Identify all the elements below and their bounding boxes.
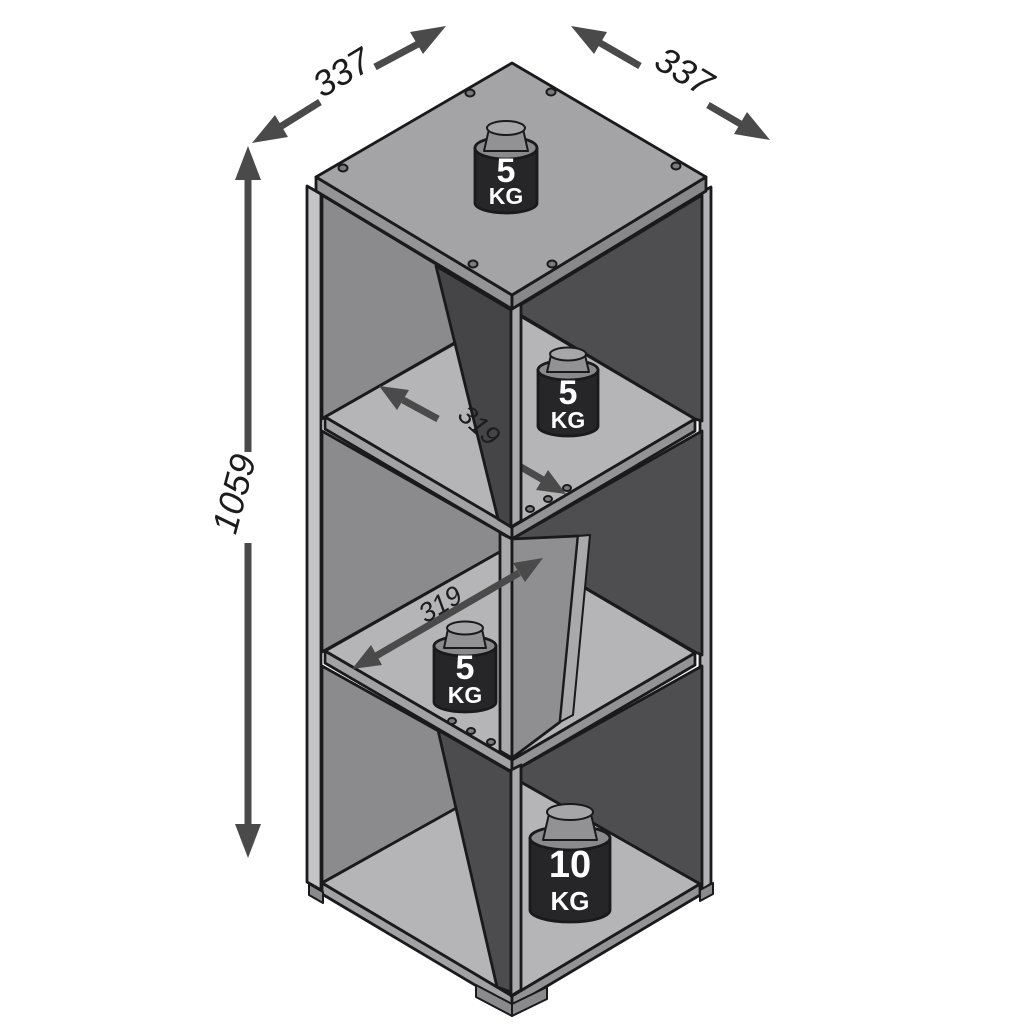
arrowhead	[352, 645, 382, 669]
dimension-line	[374, 569, 521, 660]
arrowhead	[252, 115, 288, 143]
arrowhead	[235, 824, 261, 858]
dimension-line	[373, 40, 420, 71]
weight-value: 5	[456, 649, 475, 687]
dimension-line	[706, 101, 746, 130]
foot-front	[511, 986, 548, 1017]
weight-body	[536, 368, 600, 438]
weight-knob-top	[546, 803, 594, 821]
weight-knob-top	[486, 120, 526, 136]
screw-hole	[466, 727, 476, 735]
height-dimension-label: 1059	[204, 450, 264, 538]
screw-hole	[543, 495, 553, 503]
arrowhead	[410, 26, 446, 54]
weight-value: 10	[549, 844, 591, 886]
weight-icon-upper-shelf: 5 KG	[536, 346, 600, 438]
screw-hole	[464, 88, 476, 98]
height-dimension: 1059	[204, 146, 264, 858]
weight-knob-top	[549, 346, 587, 362]
upper-cell-divider-edge	[509, 301, 523, 529]
screw-hole	[546, 259, 558, 269]
arrowhead	[235, 146, 261, 180]
dimension-line	[401, 396, 440, 423]
upper-shelf-edge-right	[510, 417, 697, 541]
arrowhead	[571, 26, 607, 54]
bottom-cell-divider-edge	[509, 763, 523, 998]
foot-right	[699, 882, 714, 902]
weight-unit: KG	[551, 407, 586, 433]
arrowhead	[536, 470, 566, 494]
arrowhead	[734, 112, 770, 140]
foot-left	[308, 883, 324, 904]
weight-icon-middle-shelf: 5 KG	[432, 620, 498, 714]
middle-cell-divider-edge-right	[559, 534, 591, 723]
screw-hole	[545, 87, 557, 97]
weight-body	[432, 644, 498, 714]
weight-body	[473, 146, 539, 215]
weight-icon-top: 5 KG	[473, 120, 539, 215]
left-edge-strip	[305, 184, 323, 892]
arrowhead	[513, 558, 543, 582]
cell-bottom: 10 KG	[308, 664, 714, 1017]
screw-hole	[525, 505, 535, 513]
cell-upper: 319 5 KG	[320, 193, 704, 541]
weight-unit: KG	[448, 682, 483, 708]
width-dimension-right-label: 337	[648, 38, 722, 105]
weight-body	[528, 836, 612, 924]
middle-cell-divider-edge	[498, 531, 514, 760]
shelf-unit: 319 5 KG	[305, 61, 714, 1017]
weight-unit: KG	[489, 183, 524, 209]
dimension-line	[593, 36, 642, 70]
screw-hole	[467, 259, 479, 269]
screw-hole	[670, 161, 682, 171]
arrowhead	[379, 386, 409, 410]
dimension-line	[278, 99, 322, 130]
weight-value: 5	[497, 152, 516, 190]
weight-icon-bottom: 10 KG	[528, 803, 612, 924]
screw-hole	[562, 484, 572, 492]
screw-hole	[447, 717, 457, 725]
screw-hole	[337, 163, 349, 173]
weight-value: 5	[559, 374, 578, 412]
weight-unit: KG	[551, 886, 590, 916]
top-panel: 5 KG	[314, 61, 708, 311]
screw-hole	[486, 738, 496, 746]
width-dimension-left-label: 337	[305, 38, 379, 105]
weight-knob-top	[446, 620, 484, 636]
